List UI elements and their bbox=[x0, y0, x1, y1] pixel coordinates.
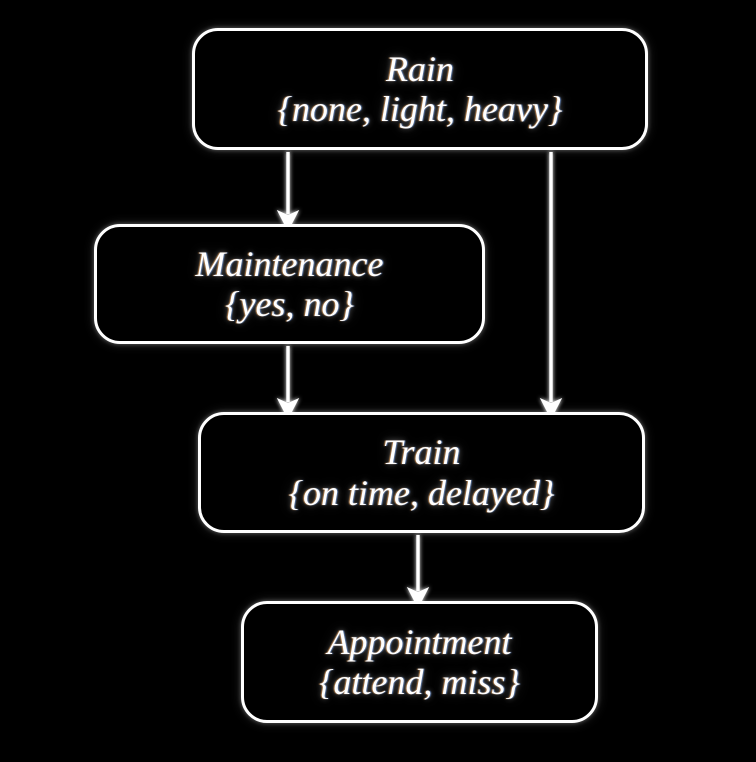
node-appointment-states: {attend, miss} bbox=[319, 662, 520, 702]
node-train[interactable]: Train {on time, delayed} bbox=[198, 412, 645, 533]
node-maintenance-states: {yes, no} bbox=[225, 284, 354, 324]
node-rain[interactable]: Rain {none, light, heavy} bbox=[192, 28, 648, 150]
node-train-states: {on time, delayed} bbox=[288, 472, 555, 513]
node-appointment[interactable]: Appointment {attend, miss} bbox=[241, 601, 598, 723]
node-appointment-label: Appointment bbox=[327, 621, 512, 662]
node-rain-label: Rain bbox=[386, 48, 454, 89]
node-train-label: Train bbox=[382, 432, 461, 473]
node-rain-states: {none, light, heavy} bbox=[277, 89, 563, 129]
node-maintenance[interactable]: Maintenance {yes, no} bbox=[94, 224, 485, 344]
node-maintenance-label: Maintenance bbox=[195, 243, 384, 284]
